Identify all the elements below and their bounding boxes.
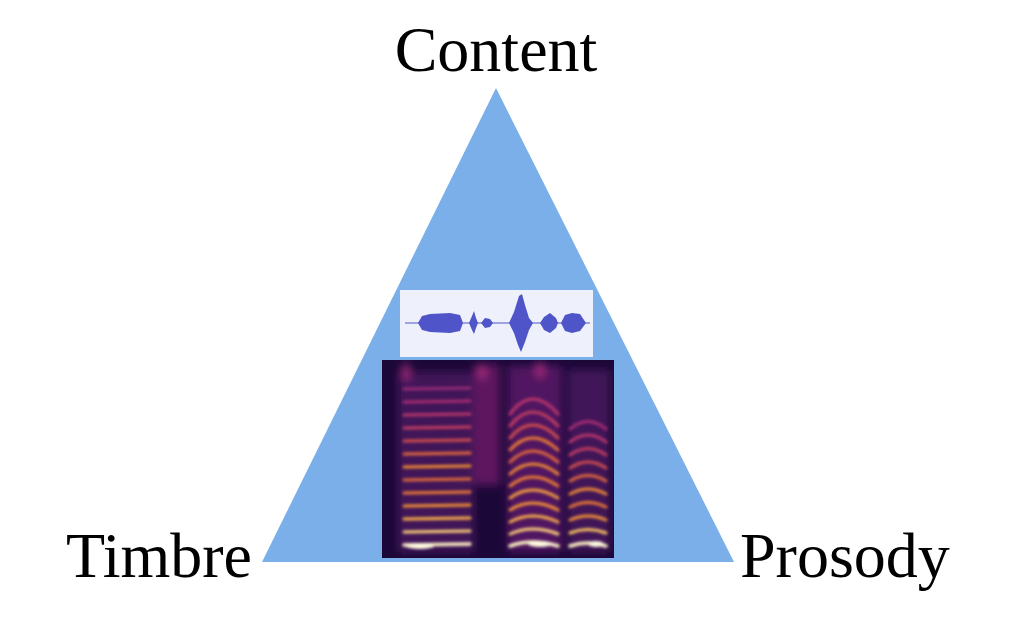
waveform-burst (540, 313, 558, 333)
harmonic (404, 453, 470, 454)
harmonic (404, 479, 470, 480)
spectrogram-haze (568, 370, 610, 552)
harmonic (510, 425, 558, 438)
harmonic (510, 503, 558, 510)
harmonic (406, 543, 434, 549)
harmonic (570, 530, 606, 534)
harmonic (570, 489, 606, 494)
harmonic (588, 541, 604, 547)
waveform-panel (400, 290, 593, 357)
spectrogram (382, 360, 614, 558)
harmonic (510, 542, 558, 546)
harmonic (404, 440, 470, 441)
waveform-burst (418, 313, 463, 333)
spectrogram-haze (402, 363, 410, 381)
harmonic (404, 466, 470, 467)
spectrogram-haze (474, 365, 500, 485)
vertex-label: Timbre (66, 524, 252, 588)
vertex-label: Prosody (740, 524, 950, 588)
harmonic (404, 427, 470, 428)
harmonic (570, 449, 606, 456)
harmonic (510, 412, 558, 426)
spectrogram-haze (508, 366, 562, 552)
spectrogram-haze (398, 372, 474, 552)
waveform (400, 290, 593, 357)
harmonic (404, 518, 470, 519)
harmonic (570, 435, 606, 442)
spectrogram-harmonics (404, 388, 606, 549)
harmonic (528, 541, 552, 547)
harmonic (570, 516, 606, 520)
harmonic (510, 477, 558, 486)
harmonic (404, 531, 470, 532)
harmonic (404, 414, 470, 415)
harmonic (570, 462, 606, 468)
spectrogram-haze (535, 362, 545, 378)
harmonic (510, 529, 558, 534)
spectrogram-haze (477, 364, 487, 380)
harmonic (510, 451, 558, 462)
harmonic (404, 492, 470, 493)
waveform-bursts (418, 294, 586, 352)
harmonic (570, 503, 606, 508)
harmonic (510, 490, 558, 498)
harmonic (404, 401, 470, 402)
harmonic (510, 464, 558, 474)
waveform-burst (469, 311, 478, 334)
harmonic (510, 438, 558, 450)
harmonic (570, 422, 606, 430)
spectrogram-haze (398, 362, 610, 552)
waveform-burst (509, 294, 533, 352)
harmonic (404, 388, 470, 389)
harmonic (510, 399, 558, 414)
waveform-burst (481, 318, 493, 328)
triangle (262, 88, 734, 562)
spectrogram-ground (382, 360, 614, 558)
waveform-burst (561, 313, 586, 333)
harmonic (570, 476, 606, 482)
harmonic (404, 505, 470, 506)
harmonic (510, 516, 558, 522)
vertex-label: Content (395, 18, 598, 82)
